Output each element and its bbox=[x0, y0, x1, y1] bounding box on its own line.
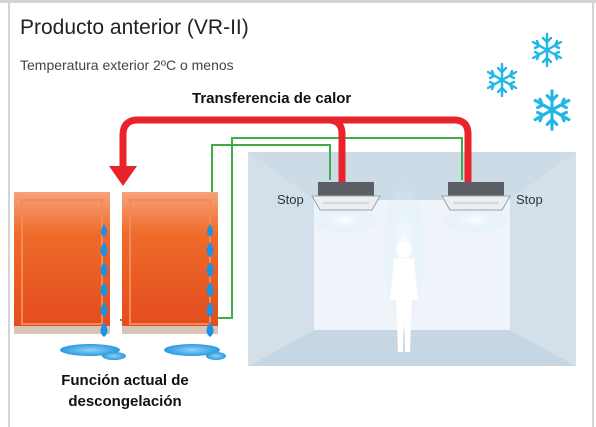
defrost-caption: Función actual de descongelación bbox=[40, 370, 210, 412]
water-droplets-left bbox=[100, 224, 108, 337]
outdoor-unit-left bbox=[14, 192, 110, 334]
person-silhouette bbox=[382, 180, 426, 352]
stop-label-right: Stop bbox=[516, 192, 543, 207]
defrost-caption-line1: Función actual de bbox=[61, 372, 189, 389]
snowflake-icon bbox=[533, 89, 571, 131]
stop-label-left: Stop bbox=[277, 192, 304, 207]
defrost-caption-line2: descongelación bbox=[68, 393, 182, 410]
indoor-unit-right bbox=[441, 182, 511, 234]
indoor-unit-left bbox=[311, 182, 381, 234]
water-droplets-right bbox=[206, 224, 214, 337]
water-puddles bbox=[60, 344, 226, 360]
heat-transfer-arrow bbox=[119, 116, 472, 186]
snowflake-icon bbox=[531, 32, 563, 68]
outdoor-unit-right bbox=[122, 192, 218, 334]
heat-transfer-label: Transferencia de calor bbox=[192, 90, 352, 107]
snowflake-icon bbox=[486, 62, 518, 98]
frame-top-border bbox=[0, 0, 596, 3]
frame-right-border bbox=[592, 0, 594, 427]
page-title: Producto anterior (VR-II) bbox=[20, 16, 249, 39]
page-subtitle: Temperatura exterior 2ºC o menos bbox=[20, 57, 234, 73]
frame-left-border bbox=[8, 0, 10, 427]
heat-arrow-head bbox=[109, 166, 137, 186]
